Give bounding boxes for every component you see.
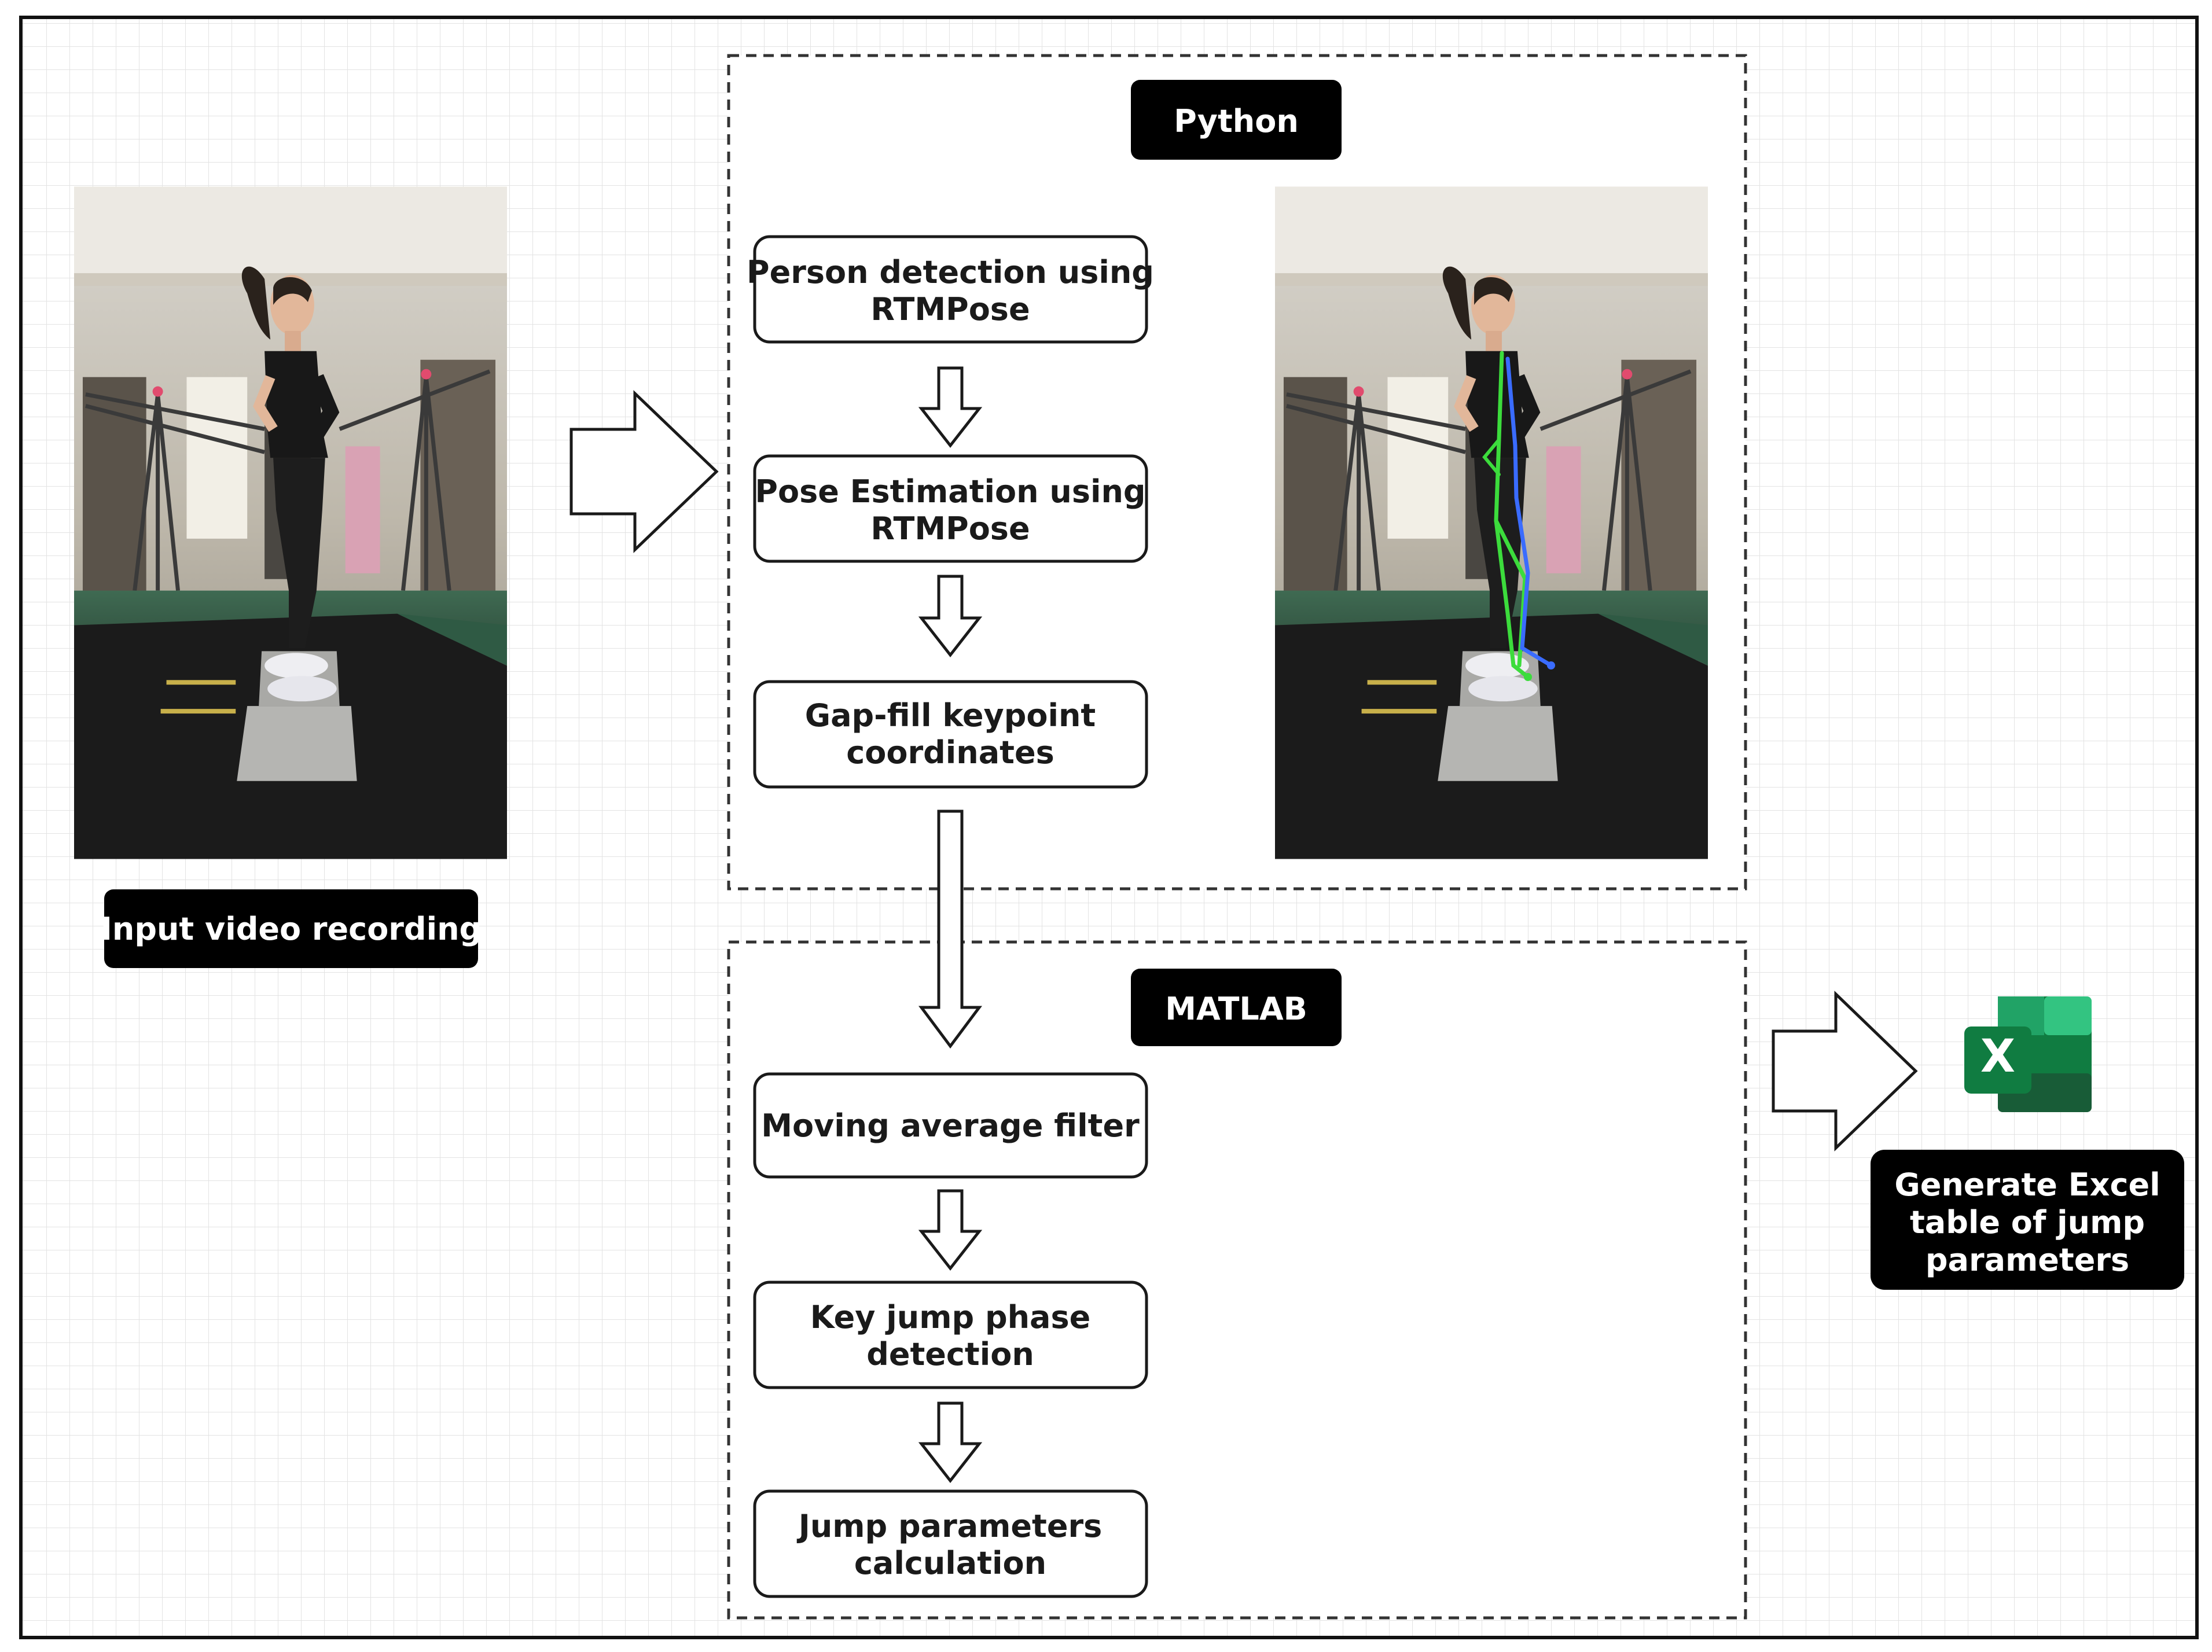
input-video-badge: Input video recording <box>101 889 482 968</box>
arrow-down-4 <box>918 1189 983 1271</box>
arrow-right-output <box>1772 991 1918 1151</box>
person-detection-line-1: Person detection using <box>747 254 1154 290</box>
jump-params-line-2: calculation <box>854 1545 1046 1581</box>
matlab-badge-label: MATLAB <box>1165 991 1307 1027</box>
excel-icon-letter: X <box>1980 1031 2015 1083</box>
gap-fill-box: Gap-fill keypoint coordinates <box>753 680 1148 789</box>
key-jump-line-1: Key jump phase <box>810 1299 1091 1335</box>
input-video-frame <box>74 187 507 859</box>
output-badge: Generate Excel table of jump parameters <box>1871 1150 2184 1290</box>
moving-average-box: Moving average filter <box>753 1072 1148 1179</box>
arrow-right-input <box>569 390 719 553</box>
key-jump-line-2: detection <box>866 1336 1034 1373</box>
gap-fill-line-1: Gap-fill keypoint <box>805 697 1096 734</box>
skeleton-overlay <box>1482 351 1555 681</box>
gap-fill-line-2: coordinates <box>846 734 1054 771</box>
pose-estimation-line-2: RTMPose <box>870 510 1030 547</box>
excel-icon: X <box>1964 996 2092 1112</box>
output-line-1: Generate Excel <box>1894 1167 2160 1203</box>
pose-estimation-line-1: Pose Estimation using <box>755 473 1145 510</box>
key-jump-box: Key jump phase detection <box>753 1281 1148 1389</box>
moving-average-line-1: Moving average filter <box>761 1108 1140 1144</box>
output-line-2: table of jump <box>1910 1204 2145 1241</box>
arrow-down-3 <box>918 810 982 1049</box>
arrow-down-1 <box>918 366 983 448</box>
input-video-label: Input video recording <box>101 911 482 947</box>
arrow-down-5 <box>918 1401 983 1484</box>
jump-params-line-1: Jump parameters <box>796 1508 1103 1544</box>
person-detection-box: Person detection using RTMPose <box>747 235 1154 344</box>
arrow-down-2 <box>918 575 983 658</box>
python-badge: Python <box>1131 80 1342 160</box>
person-detection-line-2: RTMPose <box>870 291 1030 328</box>
pose-estimated-frame <box>1275 187 1708 859</box>
jump-params-box: Jump parameters calculation <box>753 1489 1148 1598</box>
python-badge-label: Python <box>1174 103 1299 139</box>
matlab-badge: MATLAB <box>1131 969 1342 1046</box>
pose-estimation-box: Pose Estimation using RTMPose <box>753 454 1148 563</box>
output-line-3: parameters <box>1926 1242 2129 1278</box>
